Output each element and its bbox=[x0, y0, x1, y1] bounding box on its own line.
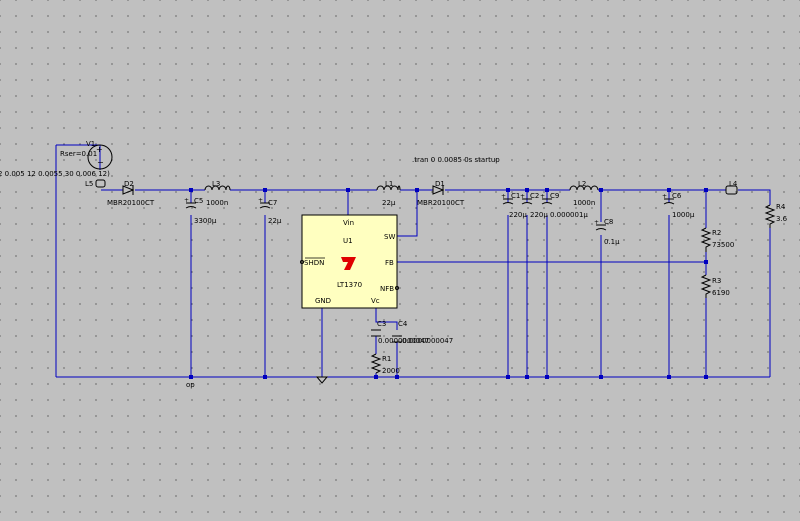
svg-text:D1: D1 bbox=[435, 180, 445, 188]
ic-u1-lt1370[interactable]: Vin U1 SW SHDN FB LT1370 NFB GND Vc bbox=[300, 214, 399, 309]
svg-text:1000n: 1000n bbox=[206, 199, 228, 207]
svg-text:L1: L1 bbox=[385, 180, 393, 188]
svg-text:L3: L3 bbox=[212, 180, 220, 188]
capacitor-c1[interactable]: + C1 220µ bbox=[501, 192, 527, 219]
junctions bbox=[189, 188, 708, 379]
resistor-r1[interactable]: R1 2000 bbox=[370, 353, 400, 375]
svg-text:NFB: NFB bbox=[380, 285, 394, 293]
capacitor-c8[interactable]: + C8 0.1µ bbox=[594, 218, 620, 246]
wire-l4-r4 bbox=[738, 189, 771, 205]
svg-text:+: + bbox=[96, 145, 103, 154]
wires[interactable] bbox=[55, 144, 771, 378]
svg-text:R2: R2 bbox=[712, 229, 721, 237]
svg-text:R4: R4 bbox=[776, 203, 786, 211]
svg-text:+: + bbox=[594, 219, 599, 226]
inductor-l1[interactable]: L1 22µ bbox=[376, 180, 401, 207]
resistor-r4[interactable]: R4 3.6 bbox=[764, 203, 788, 228]
svg-text:220µ: 220µ bbox=[509, 211, 527, 219]
wire-vc bbox=[375, 308, 398, 330]
svg-text:SHDN: SHDN bbox=[304, 259, 324, 267]
svg-text:3.6: 3.6 bbox=[776, 215, 788, 223]
svg-text:6190: 6190 bbox=[712, 289, 730, 297]
svg-text:C6: C6 bbox=[672, 192, 682, 200]
svg-text:C8: C8 bbox=[604, 218, 613, 226]
svg-text:0.1µ: 0.1µ bbox=[604, 238, 620, 246]
svg-text:C7: C7 bbox=[268, 199, 277, 207]
svg-text:+: + bbox=[184, 197, 189, 204]
svg-text:D2: D2 bbox=[124, 180, 134, 188]
svg-text:Vin: Vin bbox=[343, 219, 354, 227]
svg-text:LT1370: LT1370 bbox=[337, 281, 362, 289]
svg-text:C4: C4 bbox=[398, 320, 408, 328]
svg-text:+: + bbox=[258, 197, 263, 204]
svg-text:C1: C1 bbox=[511, 192, 520, 200]
svg-text:FB: FB bbox=[385, 259, 394, 267]
svg-text:C3: C3 bbox=[377, 320, 386, 328]
svg-text:U1: U1 bbox=[343, 237, 353, 245]
capacitor-c5[interactable]: + C5 3300µ bbox=[184, 197, 217, 225]
svg-text:0.0000000047: 0.0000000047 bbox=[378, 337, 429, 345]
svg-text:C9: C9 bbox=[550, 192, 559, 200]
svg-text:22µ: 22µ bbox=[268, 217, 282, 225]
svg-text:R1: R1 bbox=[382, 355, 391, 363]
ground-icon bbox=[315, 376, 329, 384]
svg-text:MBR20100CT: MBR20100CT bbox=[107, 199, 155, 207]
svg-text:22µ: 22µ bbox=[382, 199, 396, 207]
svg-text:Vc: Vc bbox=[371, 297, 380, 305]
svg-text:L5: L5 bbox=[85, 180, 93, 188]
v1-value: 2 0.005 12 0.0055 30 0.006 12) bbox=[0, 170, 110, 178]
svg-text:1000n: 1000n bbox=[573, 199, 595, 207]
svg-text:+: + bbox=[662, 193, 667, 200]
svg-text:+: + bbox=[501, 193, 506, 200]
svg-text:0.0000000047: 0.0000000047 bbox=[402, 337, 453, 345]
svg-text:MBR20100CT: MBR20100CT bbox=[417, 199, 465, 207]
svg-text:L2: L2 bbox=[578, 180, 586, 188]
svg-text:+: + bbox=[520, 193, 525, 200]
svg-text:GND: GND bbox=[315, 297, 331, 305]
svg-text:−: − bbox=[97, 158, 104, 167]
wire-sw bbox=[397, 190, 418, 237]
svg-text:R3: R3 bbox=[712, 277, 721, 285]
svg-text:L4: L4 bbox=[729, 180, 738, 188]
v1-param: Rser=0.01 bbox=[60, 150, 97, 158]
capacitor-c7[interactable]: + C7 22µ bbox=[258, 197, 282, 225]
inductor-l3[interactable]: L3 1000n bbox=[204, 180, 231, 207]
svg-text:2000: 2000 bbox=[382, 367, 400, 375]
net-label-op[interactable]: op bbox=[186, 381, 195, 389]
svg-text:SW: SW bbox=[384, 233, 395, 241]
resistor-r3[interactable]: R3 6190 bbox=[700, 274, 730, 298]
diode-d2[interactable]: D2 MBR20100CT bbox=[107, 180, 155, 207]
svg-text:+: + bbox=[540, 193, 545, 200]
inductor-l4[interactable]: L4 bbox=[725, 180, 738, 195]
svg-text:73500: 73500 bbox=[712, 241, 734, 249]
svg-text:C2: C2 bbox=[530, 192, 539, 200]
lt-logo-icon bbox=[341, 257, 356, 270]
spice-directive[interactable]: .tran 0 0.0085 0s startup bbox=[412, 156, 500, 164]
svg-text:0.000001µ: 0.000001µ bbox=[550, 211, 588, 219]
capacitor-c2[interactable]: + C2 220µ bbox=[520, 192, 548, 219]
inductor-l2[interactable]: L2 1000n bbox=[569, 180, 599, 207]
svg-text:3300µ: 3300µ bbox=[194, 217, 217, 225]
voltage-source-v1[interactable]: + − V1 Rser=0.01 2 0.005 12 0.0055 30 0.… bbox=[0, 140, 113, 178]
capacitor-c6[interactable]: + C6 1000µ bbox=[662, 192, 695, 219]
diode-d1[interactable]: D1 MBR20100CT bbox=[417, 180, 465, 207]
capacitor-c9[interactable]: + C9 0.000001µ bbox=[540, 192, 588, 219]
resistor-r2[interactable]: R2 73500 bbox=[700, 227, 734, 252]
svg-text:1000µ: 1000µ bbox=[672, 211, 695, 219]
svg-text:C5: C5 bbox=[194, 197, 203, 205]
inductor-l5[interactable]: L5 bbox=[85, 179, 106, 188]
capacitor-c4[interactable]: C4 0.0000000047 bbox=[392, 320, 453, 345]
svg-text:220µ: 220µ bbox=[530, 211, 548, 219]
capacitor-c3[interactable]: C3 0.0000000047 bbox=[371, 320, 429, 345]
v1-label: V1 bbox=[86, 140, 95, 148]
